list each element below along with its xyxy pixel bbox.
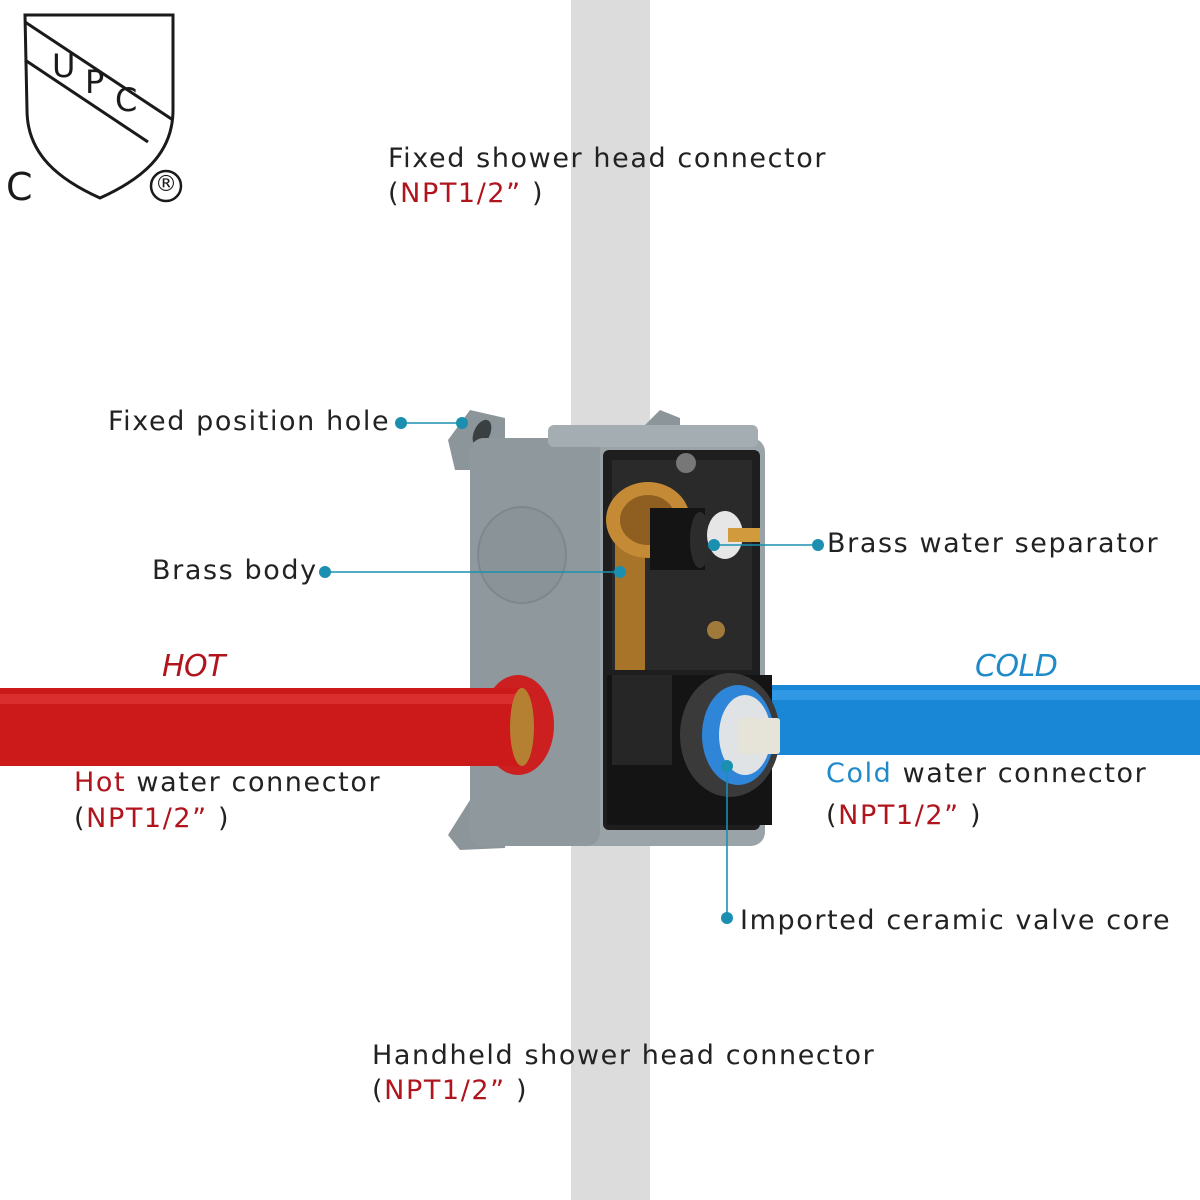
handheld-head-label: Handheld shower head connector [372, 1040, 876, 1071]
cold-tag: COLD [975, 649, 1058, 684]
shield-icon [23, 13, 183, 203]
hot-connector-label: Hot water connector [74, 767, 382, 798]
cert-letter-u: U [52, 47, 76, 85]
callout-dots [319, 417, 824, 924]
brass-separator-spindle [728, 528, 760, 542]
hot-connector-spec: (NPT1/2” ) [74, 803, 231, 834]
cold-connector-label: Cold water connector [826, 758, 1148, 789]
callout-lines [325, 422, 818, 918]
position-hole-label: Fixed position hole [108, 406, 391, 437]
brass-body-label: Brass body [152, 555, 318, 586]
fixed-head-spec: (NPT1/2” ) [388, 178, 545, 209]
handheld-head-spec: (NPT1/2” ) [372, 1075, 529, 1106]
hot-tag: HOT [162, 649, 226, 684]
box-knockout [477, 506, 567, 604]
cert-left-mark: C [6, 165, 33, 209]
cert-letter-p: P [85, 63, 105, 101]
cert-letter-c: C [115, 81, 138, 119]
valve-core-label: Imported ceramic valve core [740, 905, 1172, 936]
brass-separator-label: Brass water separator [827, 528, 1160, 559]
cold-connector-spec: (NPT1/2” ) [826, 800, 983, 831]
fixed-head-label: Fixed shower head connector [388, 143, 828, 174]
registered-mark: ® [155, 172, 177, 197]
upc-certification-mark: U P C C ® [0, 0, 200, 215]
cartridge-stem [738, 718, 780, 754]
